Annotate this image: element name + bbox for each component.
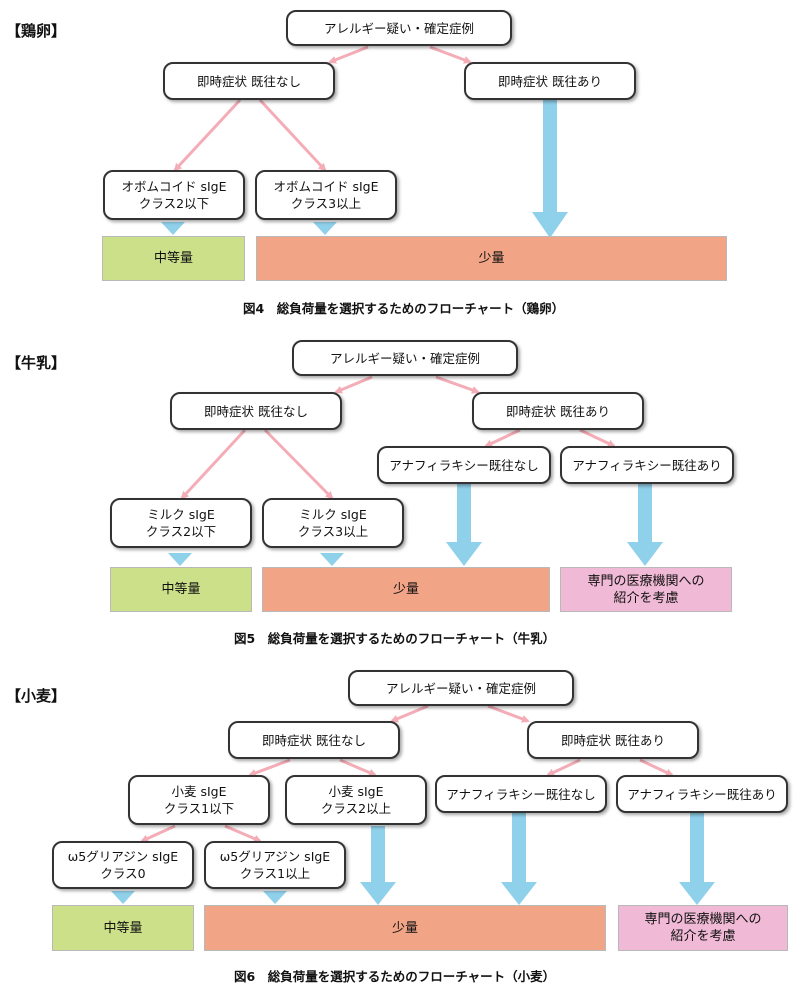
- wheat-omega0-node: ω5グリアジン sIgE クラス0: [52, 841, 194, 889]
- wheat-no-anaph-to-small-arrow: [512, 812, 526, 882]
- milk-figure-caption: 図5 総負荷量を選択するためのフローチャート（牛乳）: [234, 631, 556, 646]
- wheat-class1-node: 小麦 sIgE クラス1以下: [128, 775, 270, 825]
- wheat-class1-to-omega1-arrow: [224, 824, 262, 843]
- wheat-history-to-anaph-arrow: [639, 758, 674, 777]
- milk-root-node: アレルギー疑い・確定症例: [292, 340, 518, 376]
- milk-no-history-node: 即時症状 既往なし: [170, 392, 342, 430]
- wheat-class2-node: 小麦 sIgE クラス2以上: [285, 775, 427, 825]
- egg-no-history-to-class2-arrow: [173, 98, 242, 172]
- milk-root-to-no-history-arrow: [334, 375, 373, 394]
- wheat-history-to-no-anaph-arrow: [546, 758, 581, 777]
- milk-small-result: 少量: [262, 567, 550, 612]
- milk-anaph-node: アナフィラキシー既往あり: [560, 446, 734, 484]
- wheat-class2-to-small-arrow: [371, 826, 385, 882]
- wheat-small-result: 少量: [204, 905, 606, 951]
- milk-anaph-to-refer-arrowhead: [627, 542, 663, 566]
- wheat-refer-result: 専門の医療機関への 紹介を考慮: [618, 905, 788, 951]
- egg-history-to-small-arrowhead: [532, 212, 568, 238]
- milk-medium-result: 中等量: [110, 567, 252, 612]
- wheat-no-anaph-to-small-arrowhead: [501, 882, 537, 905]
- wheat-class2-to-small-arrowhead: [360, 882, 396, 905]
- milk-no-history-to-class2-arrow: [180, 428, 247, 500]
- wheat-anaph-to-refer-arrow: [690, 812, 704, 882]
- egg-class3-to-small-arrow: [313, 222, 337, 235]
- pink-arrows: [140, 45, 674, 843]
- wheat-history-node: 即時症状 既往あり: [527, 721, 699, 759]
- egg-history-node: 即時症状 既往あり: [464, 62, 636, 100]
- wheat-omega1-to-small-arrow: [263, 891, 287, 904]
- milk-no-anaph-to-small-arrow: [457, 484, 471, 542]
- egg-root-node: アレルギー疑い・確定症例: [286, 10, 512, 46]
- wheat-medium-result: 中等量: [52, 905, 194, 951]
- wheat-section-title: 【小麦】: [6, 687, 67, 705]
- wheat-anaph-node: アナフィラキシー既往あり: [616, 775, 788, 813]
- egg-root-to-history-arrow: [429, 45, 472, 64]
- egg-history-to-small-arrow: [543, 100, 557, 212]
- milk-class2-node: ミルク sIgE クラス2以下: [110, 498, 252, 548]
- egg-section-title: 【鶏卵】: [6, 22, 67, 40]
- egg-medium-result: 中等量: [102, 236, 245, 281]
- blue-arrows: [111, 100, 715, 905]
- egg-no-history-node: 即時症状 既往なし: [163, 62, 335, 100]
- wheat-root-to-history-arrow: [487, 704, 530, 723]
- egg-root-to-no-history-arrow: [328, 45, 369, 64]
- egg-class2-node: オボムコイド sIgE クラス2以下: [103, 170, 245, 220]
- egg-class3-node: オボムコイド sIgE クラス3以上: [255, 170, 397, 220]
- milk-no-anaph-to-small-arrowhead: [446, 542, 482, 566]
- milk-history-to-no-anaph-arrow: [484, 428, 521, 448]
- milk-no-anaph-node: アナフィラキシー既往なし: [377, 446, 551, 484]
- wheat-root-node: アレルギー疑い・確定症例: [348, 670, 574, 706]
- wheat-no-anaph-node: アナフィラキシー既往なし: [435, 775, 607, 813]
- wheat-no-history-node: 即時症状 既往なし: [228, 721, 400, 759]
- milk-no-history-to-class3-arrow: [263, 428, 334, 500]
- milk-anaph-to-refer-arrow: [638, 484, 652, 542]
- milk-root-to-history-arrow: [435, 375, 480, 394]
- milk-class3-to-small-arrow: [320, 553, 344, 566]
- wheat-class1-to-omega0-arrow: [140, 824, 176, 843]
- milk-class3-node: ミルク sIgE クラス3以上: [262, 498, 404, 548]
- wheat-no-history-to-class1-arrow: [248, 758, 291, 777]
- wheat-omega1-node: ω5グリアジン sIgE クラス1以上: [204, 841, 346, 889]
- milk-history-node: 即時症状 既往あり: [472, 392, 644, 430]
- wheat-root-to-no-history-arrow: [390, 704, 429, 723]
- wheat-omega0-to-medium-arrow: [111, 891, 135, 904]
- milk-refer-result: 専門の医療機関への 紹介を考慮: [560, 567, 732, 612]
- wheat-figure-caption: 図6 総負荷量を選択するためのフローチャート（小麦）: [234, 969, 556, 984]
- egg-class2-to-medium-arrow: [161, 222, 185, 235]
- egg-figure-caption: 図4 総負荷量を選択するためのフローチャート（鶏卵）: [243, 301, 565, 316]
- egg-no-history-to-class3-arrow: [258, 98, 327, 172]
- wheat-anaph-to-refer-arrowhead: [679, 882, 715, 905]
- milk-section-title: 【牛乳】: [6, 354, 67, 372]
- wheat-no-history-to-class2-arrow: [339, 758, 377, 777]
- egg-small-result: 少量: [256, 236, 727, 281]
- milk-class2-to-medium-arrow: [168, 553, 192, 566]
- milk-history-to-anaph-arrow: [579, 428, 616, 448]
